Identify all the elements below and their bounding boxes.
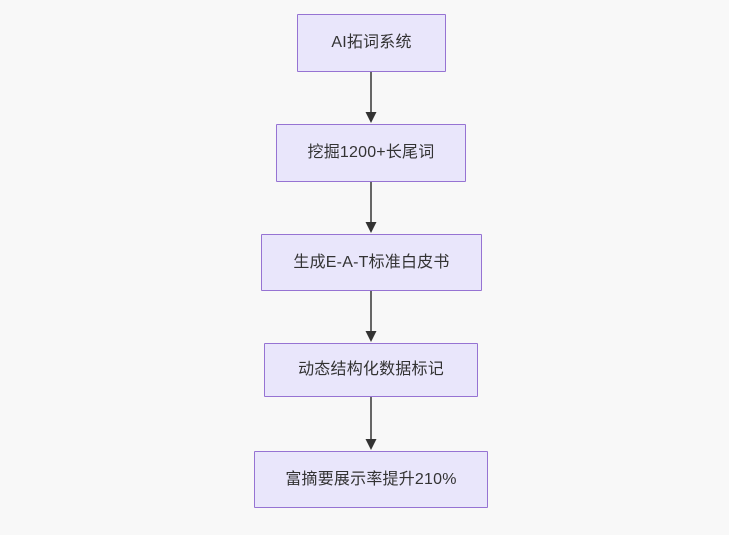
flowchart-node-structured-data-markup[interactable]: 动态结构化数据标记 [264,343,478,397]
arrow-down-icon [365,331,377,342]
flowchart-node-longtail-keywords[interactable]: 挖掘1200+长尾词 [276,124,466,182]
flowchart-node-label: 挖掘1200+长尾词 [307,144,435,161]
arrow-down-icon [365,222,377,233]
edge-n2-n3 [365,182,377,233]
edge-n4-n5 [365,397,377,450]
flowchart-node-eat-whitepaper[interactable]: 生成E-A-T标准白皮书 [261,234,482,291]
flowchart-node-label: AI拓词系统 [331,34,412,51]
flowchart-node-label: 生成E-A-T标准白皮书 [293,253,450,271]
flowchart-node-label: 富摘要展示率提升210% [285,470,457,488]
arrow-down-icon [365,439,377,450]
arrow-down-icon [365,112,377,123]
edge-n1-n2 [365,72,377,123]
flowchart-node-ai-keyword-system[interactable]: AI拓词系统 [297,14,446,72]
edge-n3-n4 [365,291,377,342]
flowchart-node-rich-snippet-result[interactable]: 富摘要展示率提升210% [254,451,488,508]
flowchart-node-label: 动态结构化数据标记 [298,361,444,378]
